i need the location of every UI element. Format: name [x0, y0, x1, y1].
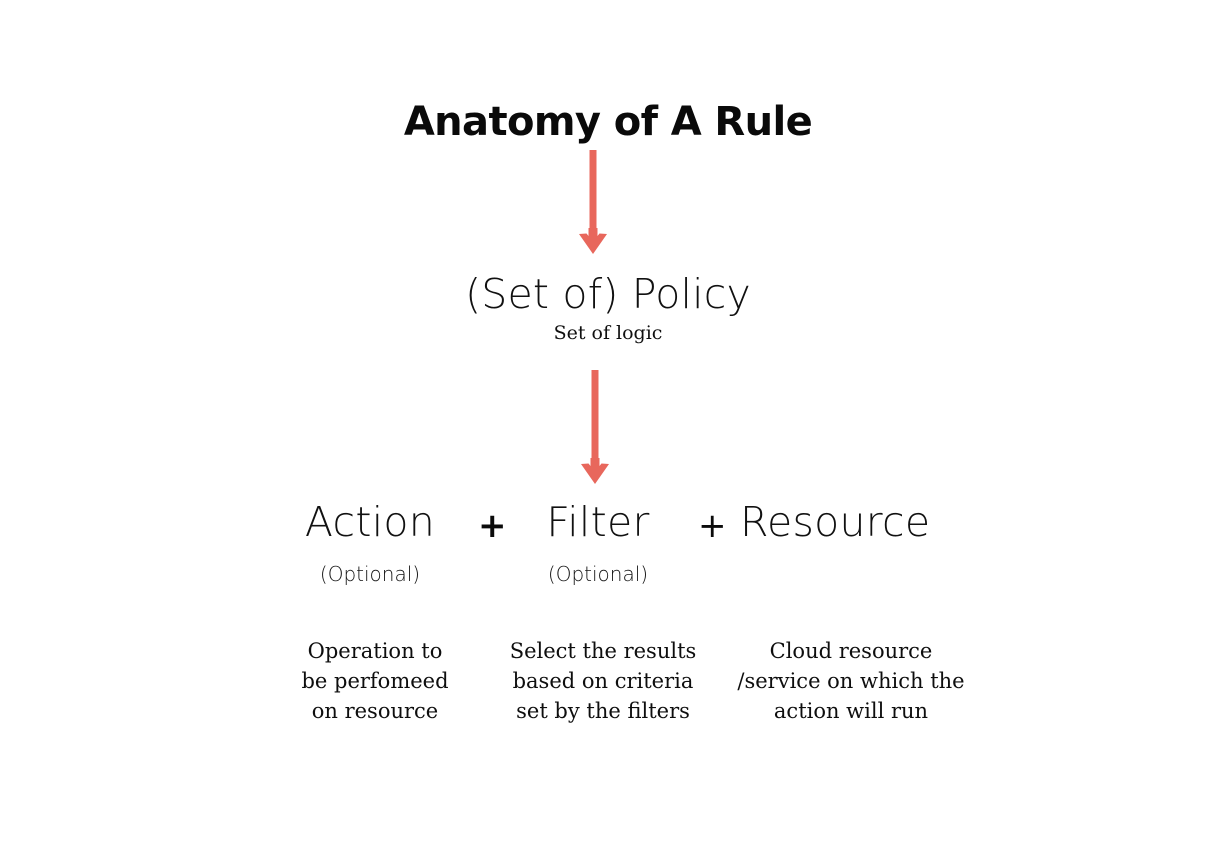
term-action: Action [304, 498, 436, 546]
plus-operator-1: + [478, 506, 507, 546]
description-filter: Select the results based on criteria set… [509, 639, 697, 723]
policy-label: (Set of) Policy [465, 270, 751, 318]
optional-label-action: (Optional) [319, 562, 421, 586]
policy-block: (Set of) Policy Set of logic [0, 270, 1216, 345]
arrow-policy-to-terms [575, 370, 615, 485]
description-action: Operation to be perfomeed on resource [301, 639, 449, 723]
term-resource: Resource [740, 498, 931, 546]
terms-row: Action + Filter + Resource [0, 502, 1216, 554]
policy-sublabel: Set of logic [553, 321, 663, 344]
page-title: Anatomy of A Rule [403, 99, 813, 145]
description-resource: Cloud resource /service on which the act… [737, 639, 965, 723]
optional-label-filter: (Optional) [547, 562, 649, 586]
term-filter: Filter [546, 498, 650, 546]
plus-operator-2: + [698, 506, 727, 546]
arrow-title-to-policy [573, 150, 613, 255]
